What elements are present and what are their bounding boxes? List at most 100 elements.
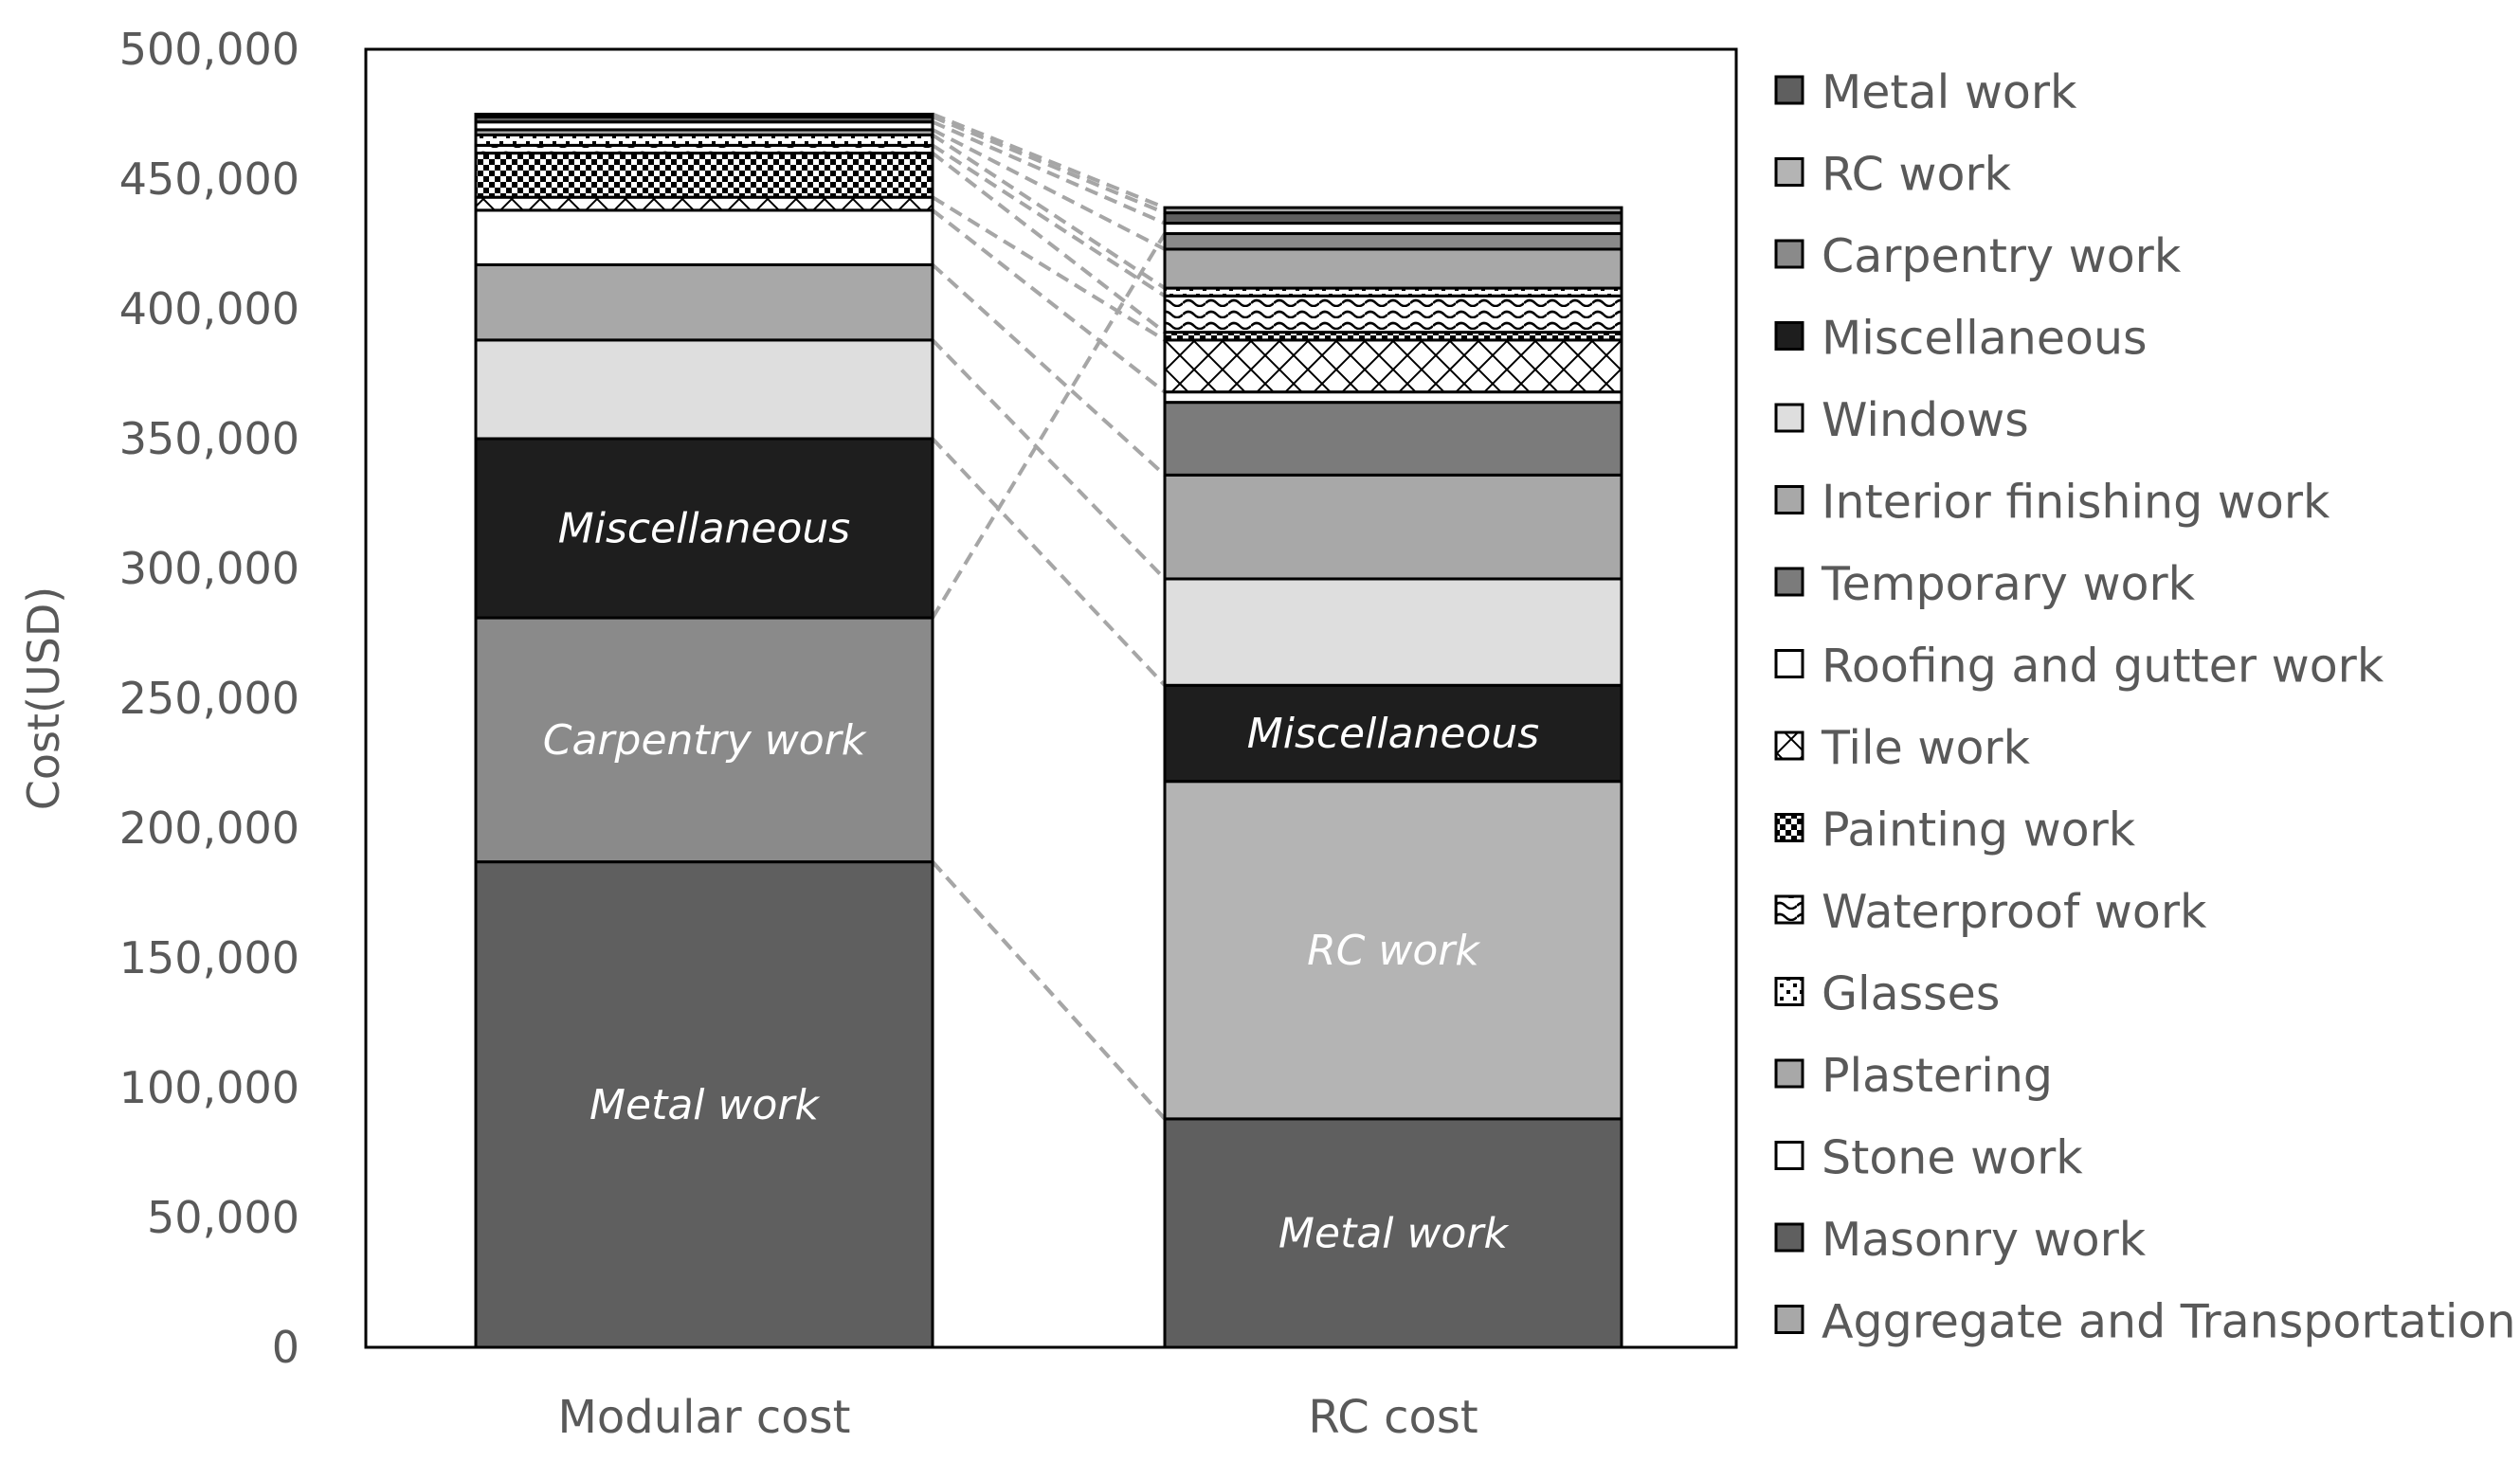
legend-swatch <box>1774 485 1804 514</box>
y-tick-label: 300,000 <box>119 543 299 594</box>
legend-swatch <box>1774 75 1804 105</box>
bar-segment-rc-cost-interior-finishing-work <box>1163 473 1623 581</box>
connector-line <box>932 115 1166 215</box>
legend-item-tile-work: Tile work <box>1774 721 2031 775</box>
plot-frame <box>364 47 1738 1349</box>
legend-label: Roofing and gutter work <box>1822 640 2384 694</box>
legend-item-miscellaneous: Miscellaneous <box>1774 312 2148 366</box>
bar-segment-rc-cost-stone-work <box>1163 222 1623 236</box>
connector-line <box>931 152 1167 334</box>
legend-swatch <box>1774 1305 1804 1334</box>
y-axis-tick-labels: 0 50,000 100,000 150,000 200,000 250,000 300,0… <box>119 24 299 1373</box>
legend-item-metal-work: Metal work <box>1774 65 2077 119</box>
legend-swatch <box>1774 567 1804 597</box>
y-tick-label: 500,000 <box>119 24 299 75</box>
bar-segment-modular-cost-carpentry-work <box>474 616 934 864</box>
bar-segment-rc-cost-waterproof-work <box>1163 294 1623 334</box>
connector-line <box>931 860 1167 1121</box>
connector-line <box>931 195 1167 342</box>
connector-line <box>931 232 1167 620</box>
legend-label: Waterproof work <box>1822 885 2207 939</box>
legend-item-glasses: Glasses <box>1774 967 2000 1021</box>
y-tick-label: 200,000 <box>119 803 299 854</box>
legend-label: Plastering <box>1822 1049 2053 1103</box>
legend-swatch <box>1774 730 1804 761</box>
legend-swatch <box>1774 321 1804 351</box>
legend-swatch <box>1774 813 1804 842</box>
bar-segment-modular-cost-miscellaneous <box>474 437 934 620</box>
legend-item-windows: Windows <box>1774 393 2029 447</box>
legend-label: Temporary work <box>1821 557 2196 611</box>
y-tick-label: 0 <box>272 1322 299 1373</box>
bar-segment-rc-cost-temporary-work <box>1163 401 1623 477</box>
legend-item-stone-work: Stone work <box>1774 1131 2083 1185</box>
bar-segment-label: Carpentry work <box>543 716 867 765</box>
bar-segment-label: Metal work <box>589 1081 820 1129</box>
legend-label: Metal work <box>1822 65 2077 119</box>
legend-item-painting-work: Painting work <box>1774 803 2136 857</box>
legend-label: Painting work <box>1822 803 2136 857</box>
legend-label: Tile work <box>1821 721 2031 775</box>
legend-label: Windows <box>1822 393 2029 447</box>
bar-segment-modular-cost-roofing-and-gutter-work <box>474 208 934 266</box>
legend-item-roofing-and-gutter-work: Roofing and gutter work <box>1774 640 2384 694</box>
y-tick-label: 150,000 <box>119 932 299 983</box>
bar-segment-rc-cost-roofing-and-gutter-work <box>1163 390 1623 405</box>
connector-line <box>931 338 1167 581</box>
legend-item-interior-finishing-work: Interior finishing work <box>1774 476 2330 530</box>
bars: Metal work Carpentry work MiscellaneousMet… <box>474 113 1623 1349</box>
legend-label: Masonry work <box>1822 1213 2147 1267</box>
legend-label: Stone work <box>1822 1131 2083 1185</box>
connector-line <box>932 112 1166 209</box>
legend-item-aggregate-and-transportation: Aggregate and Transportation <box>1774 1295 2516 1349</box>
bar-segment-rc-cost-carpentry-work <box>1163 232 1623 251</box>
y-tick-label: 450,000 <box>119 153 299 205</box>
bar-segment-modular-cost-glasses <box>474 133 934 147</box>
legend-label: Interior finishing work <box>1822 476 2330 530</box>
connector-line <box>932 128 1166 251</box>
bar-segment-rc-cost-miscellaneous <box>1163 683 1623 784</box>
y-axis-label: Cost(USD) <box>18 586 69 810</box>
bar-segment-label: Miscellaneous <box>1247 710 1539 758</box>
connector-line <box>931 262 1167 477</box>
bar-segment-modular-cost-painting-work <box>474 152 934 199</box>
legend-swatch <box>1774 894 1804 925</box>
bar-segment-modular-cost-windows <box>474 338 934 441</box>
legend-swatch <box>1774 1222 1804 1253</box>
bar-segment-modular-cost-metal-work <box>474 860 934 1349</box>
legend-label: Miscellaneous <box>1822 312 2148 366</box>
bar-segment-label: Metal work <box>1278 1209 1509 1257</box>
bar-segment-rc-cost-masonry-work <box>1163 211 1623 225</box>
legend-swatch <box>1774 649 1804 678</box>
legend-label: RC work <box>1822 148 2012 202</box>
bar-segment-rc-cost-tile-work <box>1163 338 1623 394</box>
connector-line <box>931 133 1167 290</box>
legend-label: Glasses <box>1822 967 2000 1021</box>
legend-item-plastering: Plastering <box>1774 1049 2053 1103</box>
legend-swatch <box>1774 1058 1804 1089</box>
legend-swatch <box>1774 1141 1804 1170</box>
y-tick-label: 400,000 <box>119 283 299 334</box>
y-tick-label: 250,000 <box>119 673 299 724</box>
legend-item-masonry-work: Masonry work <box>1774 1213 2147 1267</box>
y-tick-label: 50,000 <box>147 1192 299 1243</box>
plot-area <box>364 47 1738 1349</box>
bar-segment-modular-cost-tile-work <box>474 195 934 212</box>
x-category-label: RC cost <box>1308 1391 1478 1444</box>
legend-item-carpentry-work: Carpentry work <box>1774 229 2182 283</box>
bar-segment-modular-cost-interior-finishing-work <box>474 262 934 342</box>
bar-segment-rc-cost-rc-work <box>1163 780 1623 1121</box>
y-tick-label: 350,000 <box>119 413 299 464</box>
y-tick-label: 100,000 <box>119 1062 299 1113</box>
connector-line <box>932 119 1166 225</box>
legend-item-waterproof-work: Waterproof work <box>1774 885 2207 939</box>
legend-swatch <box>1774 239 1804 269</box>
legend-item-temporary-work: Temporary work <box>1774 557 2196 611</box>
bar-segment-modular-cost-aggregate-and-transportation <box>474 113 934 118</box>
legend-swatch <box>1774 157 1804 187</box>
bar-segment-label: RC work <box>1307 927 1480 975</box>
bar-segment-rc-cost-windows <box>1163 577 1623 687</box>
